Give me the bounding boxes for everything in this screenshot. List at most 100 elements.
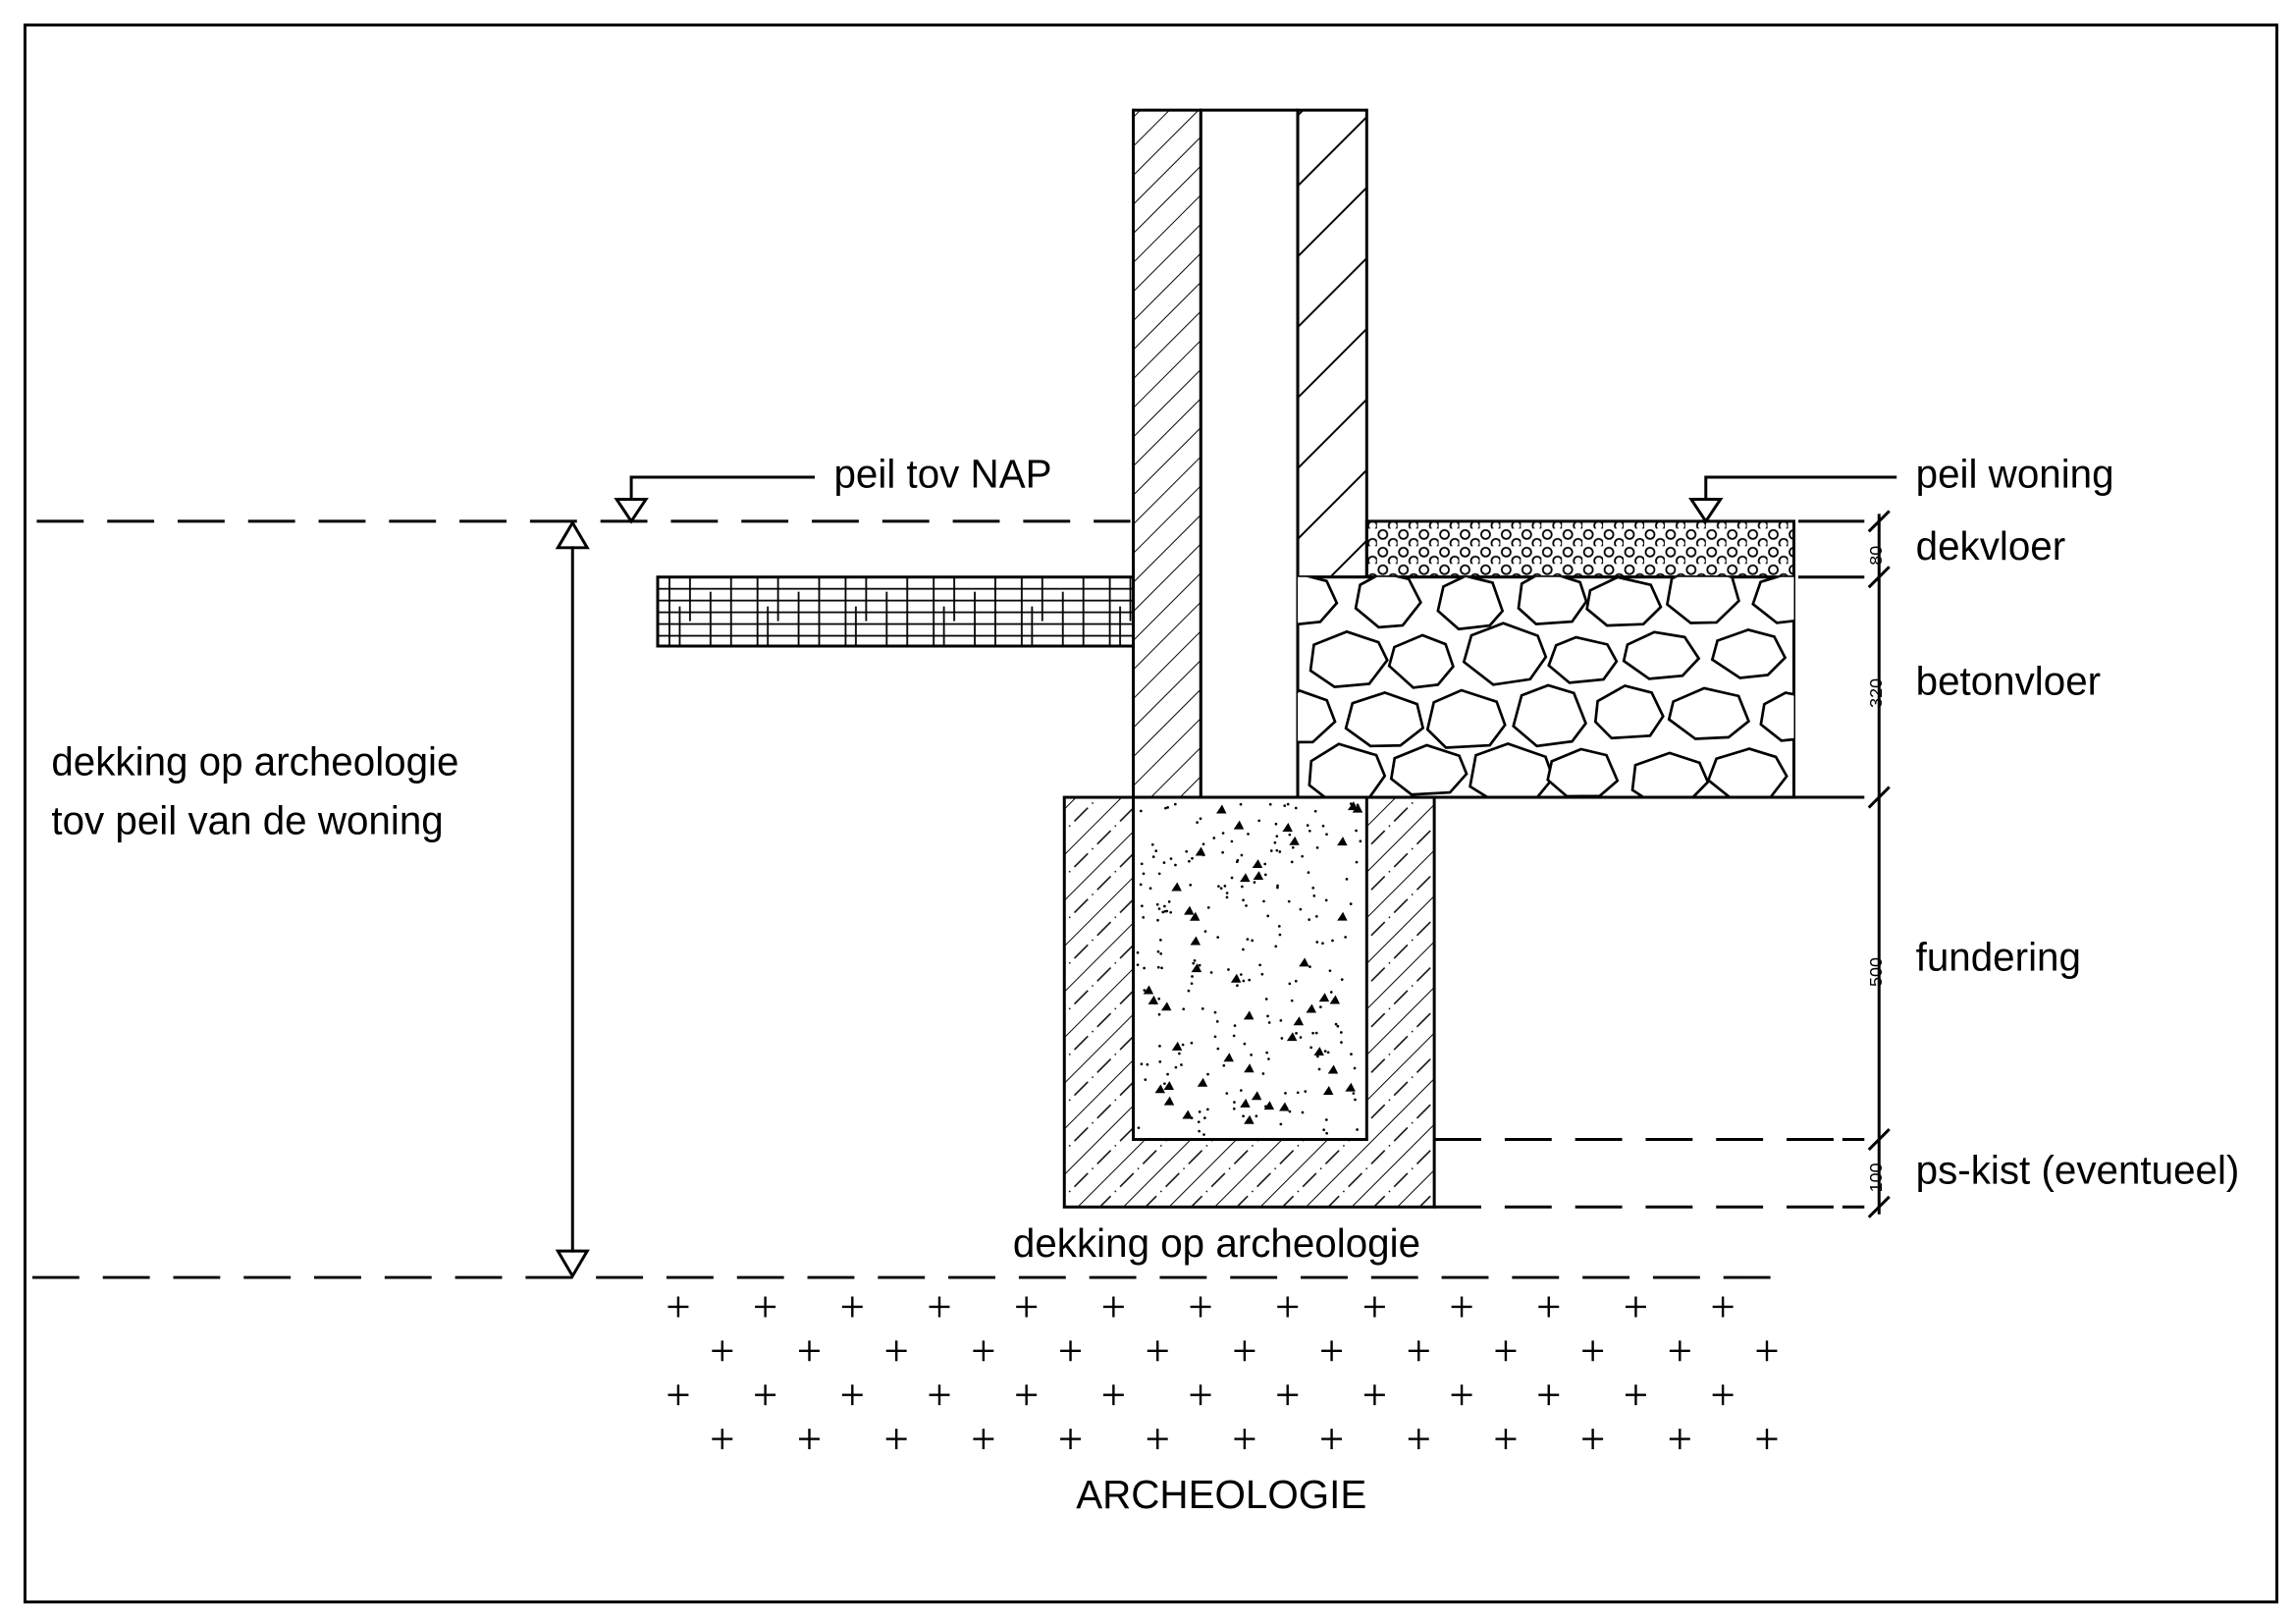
concrete-dot [1165,909,1169,913]
plus-mark [799,1340,820,1362]
concrete-dot [1191,856,1194,860]
concrete-dot [1232,1107,1236,1110]
concrete-dot [1239,973,1243,976]
concrete-dot [1294,806,1298,810]
plus-mark [1669,1340,1690,1362]
stone-shape [1436,576,1505,631]
concrete-dot [1286,802,1290,806]
stone-shape [1298,689,1337,744]
archeology-pattern [667,1296,1778,1450]
concrete-dot [1316,1055,1319,1058]
plus-mark [929,1296,950,1318]
concrete-dot [1317,1067,1321,1071]
stone-shape [1796,634,1872,682]
plus-mark [1147,1429,1168,1450]
stone-shape [1344,690,1425,748]
aggregate-mark [1244,1114,1255,1124]
concrete-dot [1325,1131,1328,1135]
label-peil-woning: peil woning [1916,451,2114,496]
plus-mark [1625,1296,1646,1318]
concrete-dot [1185,849,1189,853]
aggregate-mark [1252,859,1263,869]
concrete-dot [1159,951,1163,955]
aggregate-mark [1279,1102,1290,1111]
concrete-dot [1233,1101,1236,1105]
concrete-dot [1198,1110,1201,1113]
concrete-dot [1221,850,1224,854]
concrete-dot [1199,817,1202,821]
concrete-dot [1250,1054,1253,1056]
concrete-dot [1206,1108,1209,1111]
concrete-dot [1264,998,1268,1001]
cover-depth-arrow [555,519,590,1279]
concrete-dot [1242,947,1245,951]
aggregate-mark [1160,1001,1172,1011]
concrete-dot [1274,822,1278,826]
aggregate-mark [1251,1091,1262,1101]
concrete-dot [1277,925,1281,928]
concrete-dot [1189,883,1193,887]
plus-mark [1669,1429,1690,1450]
concrete-dot [1311,1031,1314,1035]
concrete-dot [1339,1031,1343,1034]
concrete-dot [1308,965,1311,968]
concrete-dot [1325,1118,1328,1121]
plus-mark [1408,1429,1429,1450]
concrete-dot [1166,1072,1169,1076]
concrete-dot [1265,1051,1268,1055]
aggregate-mark [1244,1063,1255,1073]
concrete-dot [1279,1122,1283,1126]
plus-mark [885,1429,907,1450]
concrete-dot [1315,845,1319,849]
paving-block [656,575,1136,648]
plus-mark [1408,1340,1429,1362]
concrete-dot [1299,1036,1303,1039]
concrete-dot [1169,857,1173,860]
stone-shape [1425,688,1507,749]
aggregate-mark [1253,871,1264,881]
concrete-dot [1156,949,1160,953]
concrete-dot [1261,1072,1265,1075]
stone-shape [1630,751,1710,798]
concrete-dot [1287,899,1291,903]
stone-shape [1308,742,1387,798]
concrete-dot [1278,850,1282,853]
concrete-dot [1157,907,1161,910]
concrete-dot [1278,933,1282,937]
concrete-dot [1242,979,1246,983]
plus-mark [1016,1384,1038,1406]
plus-mark [1538,1296,1560,1318]
concrete-dot [1290,860,1294,864]
aggregate-mark [1289,836,1300,845]
aggregate-mark [1329,995,1341,1004]
concrete-dot [1150,842,1154,846]
plus-mark [799,1429,820,1450]
concrete-dot [1223,885,1227,888]
concrete-dot [1188,859,1191,863]
aggregate-mark [1154,1084,1165,1094]
concrete-dot [1266,914,1270,918]
aggregate-mark [1327,1064,1339,1074]
concrete-dot [1253,881,1256,884]
concrete-dot [1162,861,1166,864]
stone-shape [1387,633,1455,689]
concrete-dot [1161,910,1165,914]
level-marker-nap [614,475,816,524]
concrete-dot [1225,892,1229,894]
aggregate-mark [1240,1098,1251,1108]
concrete-dot [1251,939,1255,943]
stone-shape [1585,576,1663,627]
concrete-dot [1354,1098,1357,1102]
plus-mark [1582,1340,1604,1362]
concrete-dot [1276,886,1279,890]
concrete-dot [1156,965,1160,969]
concrete-dot [1155,902,1159,906]
concrete-dot [1359,839,1362,843]
concrete-dot [1284,1092,1287,1095]
dim-dekvloer: 80 [1866,546,1886,566]
plus-mark [1712,1384,1734,1406]
concrete-dot [1239,802,1243,806]
aggregate-mark [1299,957,1309,967]
betonvloer-layer [1296,575,1872,799]
concrete-dot [1169,910,1173,914]
